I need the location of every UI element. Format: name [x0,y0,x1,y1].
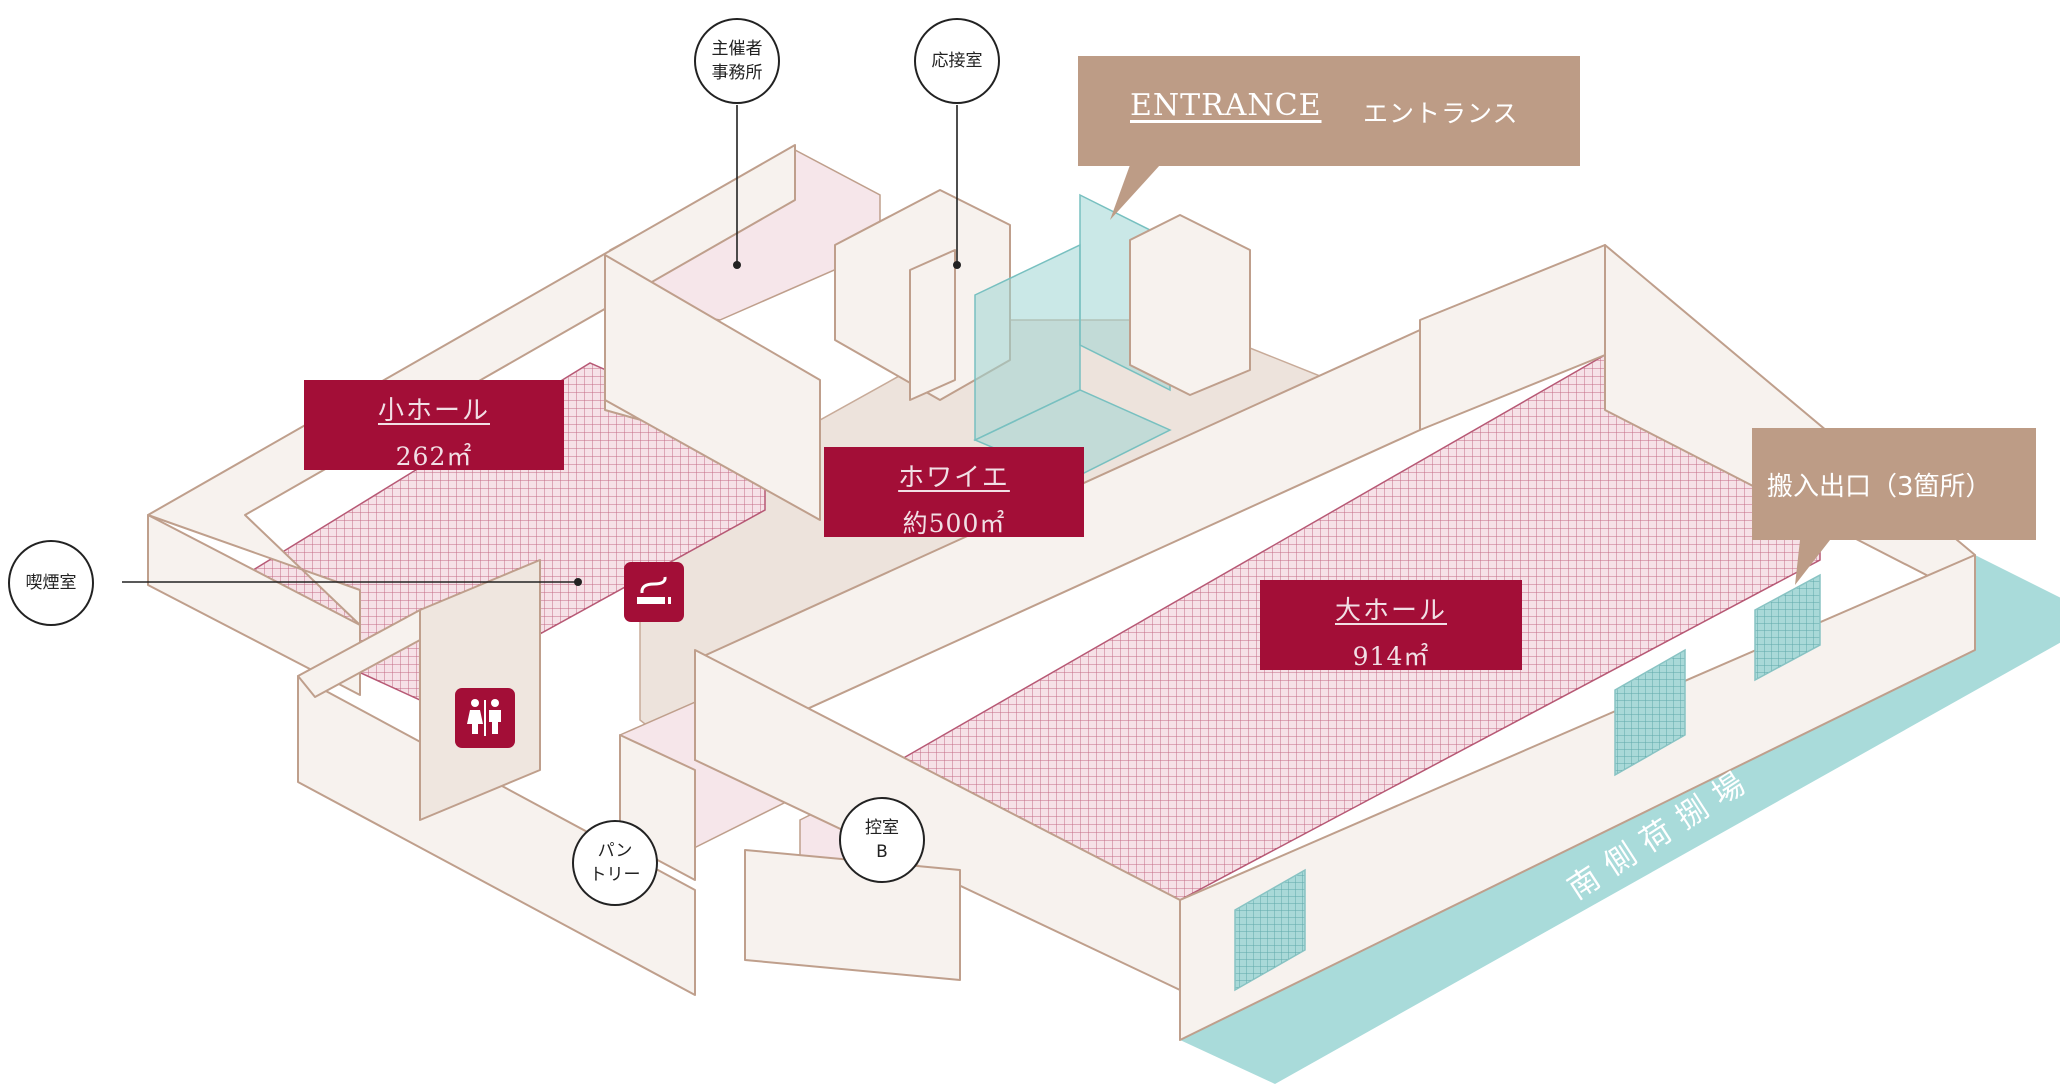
entrance-pillar-block [1129,214,1251,396]
reception-room-marker: 応接室 [914,18,1000,104]
foyer-area: 約500㎡ [902,509,1006,538]
large-hall-name: 大ホール [1334,596,1447,626]
entrance-callout: ENTRANCE エントランス [1078,56,1580,166]
loading-callout-tail [1795,540,1830,585]
restroom-icon [455,688,515,748]
loading-door-2 [1614,648,1686,777]
entrance-callout-en: ENTRANCE [1130,88,1322,123]
entrance-callout-ja: エントランス [1363,99,1519,128]
organizer-office-marker: 主催者 事務所 [694,18,780,104]
loading-door-1 [1234,868,1306,992]
foyer-name: ホワイエ [898,463,1010,493]
entrance-callout-tail [1110,165,1160,220]
smoking-room-marker: 喫煙室 [8,540,94,626]
foyer-label: ホワイエ 約500㎡ [824,447,1084,538]
pantry-marker: パン トリー [572,820,658,906]
waiting-room-b-marker: 控室 B [839,797,925,883]
loading-callout: 搬入出口（3箇所） [1752,428,2036,540]
large-hall-area: 914㎡ [1352,642,1430,671]
small-hall-name: 小ホール [377,396,490,426]
loading-door-3 [1754,573,1821,682]
left-lower-wall [297,675,696,996]
large-hall-south-wall [1179,554,1976,1041]
reception-room-wall [909,249,956,401]
small-hall-north-wall [604,254,821,521]
loading-callout-text: 搬入出口（3箇所） [1767,472,1992,502]
west-outer-wall [147,514,361,696]
reception-leader-dot [953,261,961,269]
small-hall-label: 小ホール 262㎡ [304,380,564,471]
small-hall-area: 262㎡ [395,442,473,471]
smoking-room-leader-dot [574,578,582,586]
large-hall-label: 大ホール 914㎡ [1260,580,1522,671]
organizer-office-leader-dot [733,261,741,269]
smoking-area-icon [624,562,684,622]
